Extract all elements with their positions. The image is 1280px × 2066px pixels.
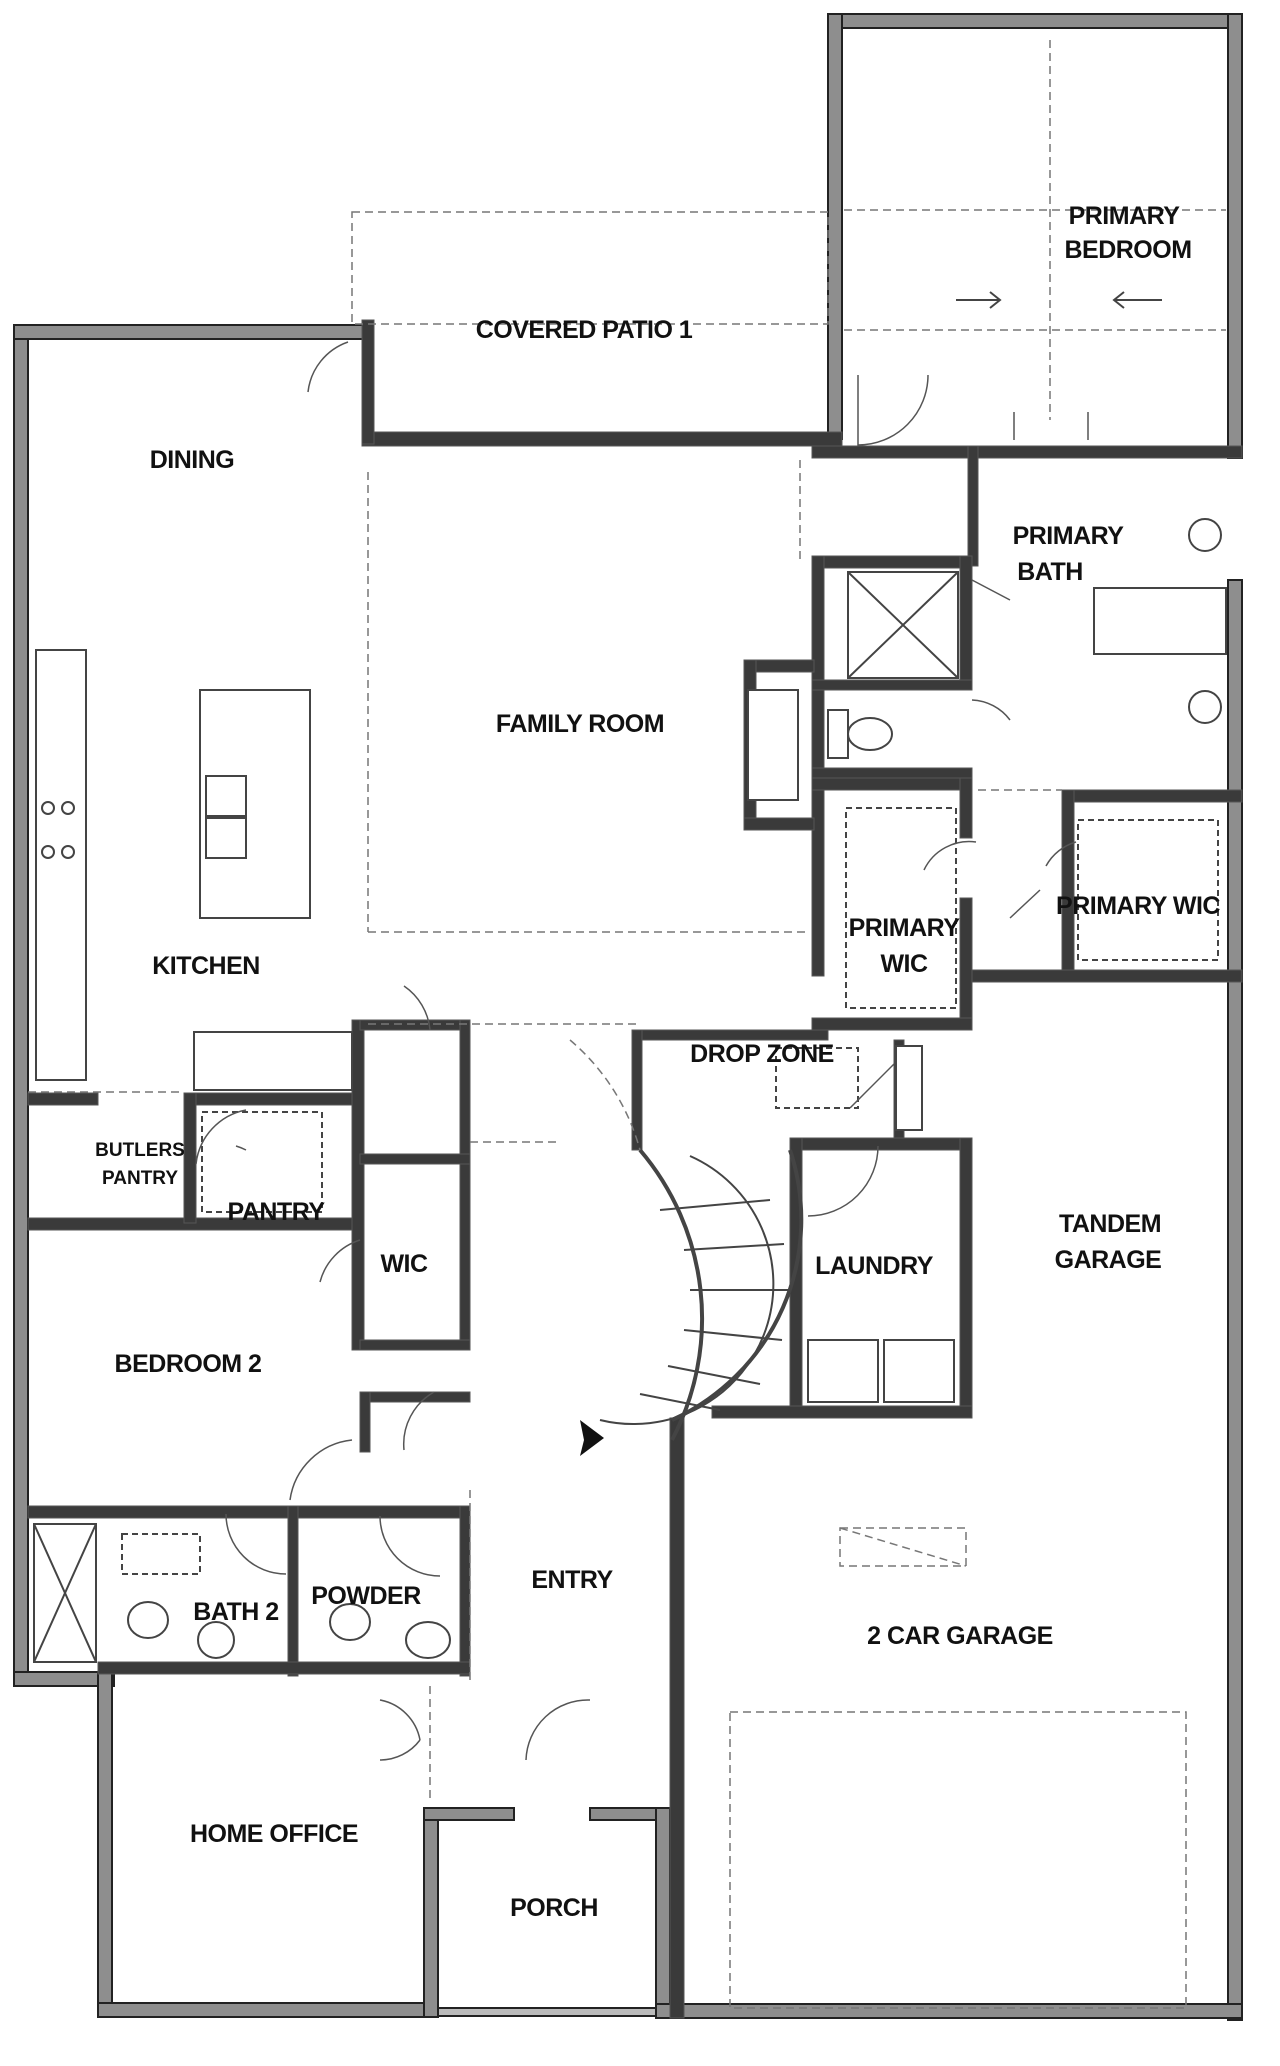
- exterior-walls: [13, 13, 1243, 2021]
- label-primary-bedroom-1: PRIMARY: [1069, 202, 1181, 230]
- label-butlers-pantry-2: PANTRY: [102, 1168, 178, 1189]
- label-primary-wic-right: PRIMARY WIC: [1056, 892, 1220, 920]
- label-primary-wic-1: PRIMARY: [849, 914, 961, 942]
- doors: [195, 341, 1089, 1761]
- label-family-room: FAMILY ROOM: [496, 710, 664, 738]
- curved-stair: [569, 1039, 804, 1456]
- interior-walls: [27, 319, 1243, 2019]
- label-primary-wic-2: WIC: [880, 950, 928, 978]
- dashed-lines: [28, 40, 1226, 2009]
- label-primary-bedroom-2: BEDROOM: [1064, 236, 1191, 264]
- label-dining: DINING: [150, 446, 235, 474]
- label-home-office: HOME OFFICE: [190, 1820, 358, 1848]
- bedroom-arrows: [956, 291, 1162, 309]
- label-primary-bath-2: BATH: [1017, 558, 1083, 586]
- label-2-car-garage: 2 CAR GARAGE: [867, 1622, 1053, 1650]
- label-bath-2: BATH 2: [193, 1598, 278, 1626]
- fixtures: [33, 518, 1227, 1663]
- label-drop-zone: DROP ZONE: [690, 1040, 834, 1068]
- label-bedroom-2: BEDROOM 2: [115, 1350, 262, 1378]
- label-laundry: LAUNDRY: [815, 1252, 934, 1280]
- label-kitchen: KITCHEN: [152, 952, 260, 980]
- label-porch: PORCH: [510, 1894, 598, 1922]
- label-tandem-garage-1: TANDEM: [1059, 1210, 1161, 1238]
- label-covered-patio: COVERED PATIO 1: [476, 316, 693, 344]
- label-entry: ENTRY: [531, 1566, 613, 1594]
- label-butlers-pantry-1: BUTLERS: [95, 1140, 185, 1161]
- label-powder: POWDER: [311, 1582, 421, 1610]
- room-labels: PRIMARY BEDROOM COVERED PATIO 1 DINING P…: [95, 202, 1221, 1922]
- label-wic: WIC: [380, 1250, 428, 1278]
- label-tandem-garage-2: GARAGE: [1055, 1246, 1162, 1274]
- label-primary-bath-1: PRIMARY: [1013, 522, 1125, 550]
- label-pantry: PANTRY: [228, 1198, 326, 1226]
